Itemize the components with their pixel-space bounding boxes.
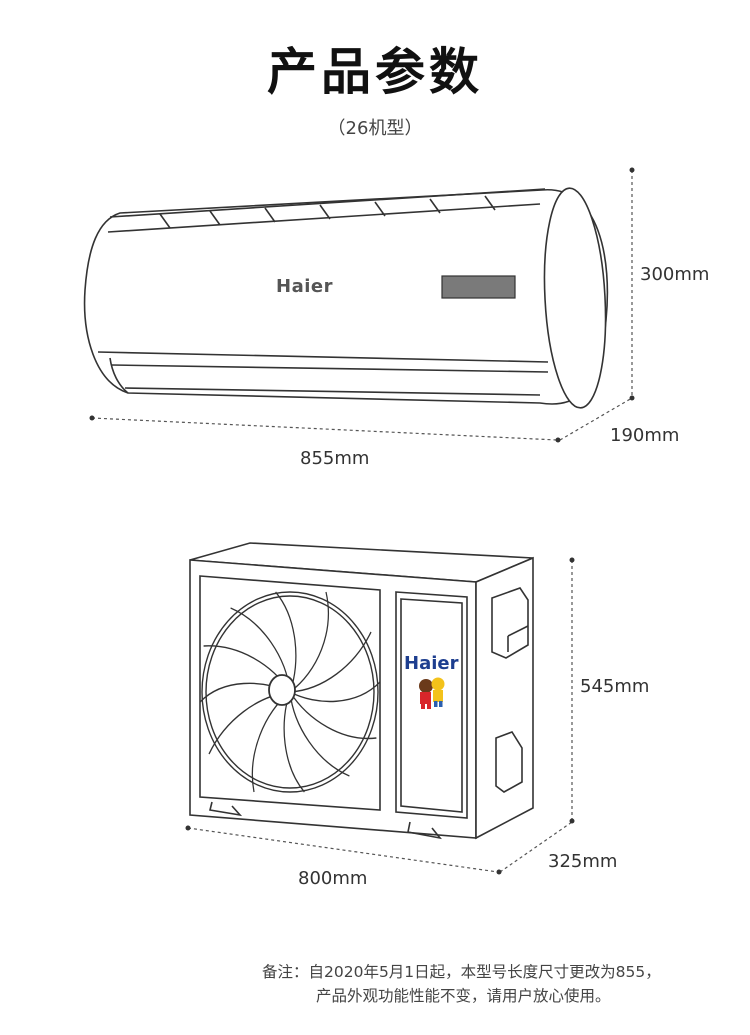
- indoor-display-panel: [441, 275, 516, 299]
- indoor-dimension-lines: [91, 170, 633, 441]
- indoor-height-label: 300mm: [640, 264, 710, 285]
- outdoor-width-label: 800mm: [298, 868, 368, 889]
- note-line-2: 产品外观功能性能不变，请用户放心使用。: [316, 987, 611, 1005]
- indoor-unit-drawing: [83, 187, 609, 409]
- outdoor-dimension-lines: [187, 560, 573, 873]
- indoor-dimension-dots: [89, 167, 635, 443]
- indoor-brand-logo: Haier: [276, 276, 333, 297]
- outdoor-unit-drawing: [189, 542, 534, 840]
- page-subtitle: （26机型）: [327, 118, 423, 139]
- note-line-1: 备注：自2020年5月1日起，本型号长度尺寸更改为855，: [262, 963, 661, 981]
- page-title: 产品参数: [267, 43, 483, 101]
- mascot-icon: [419, 677, 445, 709]
- outdoor-depth-label: 325mm: [548, 851, 618, 872]
- outdoor-height-label: 545mm: [580, 676, 650, 697]
- outdoor-brand-logo: Haier: [404, 653, 459, 674]
- outdoor-fan: [199, 591, 381, 793]
- indoor-depth-label: 190mm: [610, 425, 680, 446]
- indoor-width-label: 855mm: [300, 448, 370, 469]
- outdoor-dimension-dots: [185, 557, 575, 875]
